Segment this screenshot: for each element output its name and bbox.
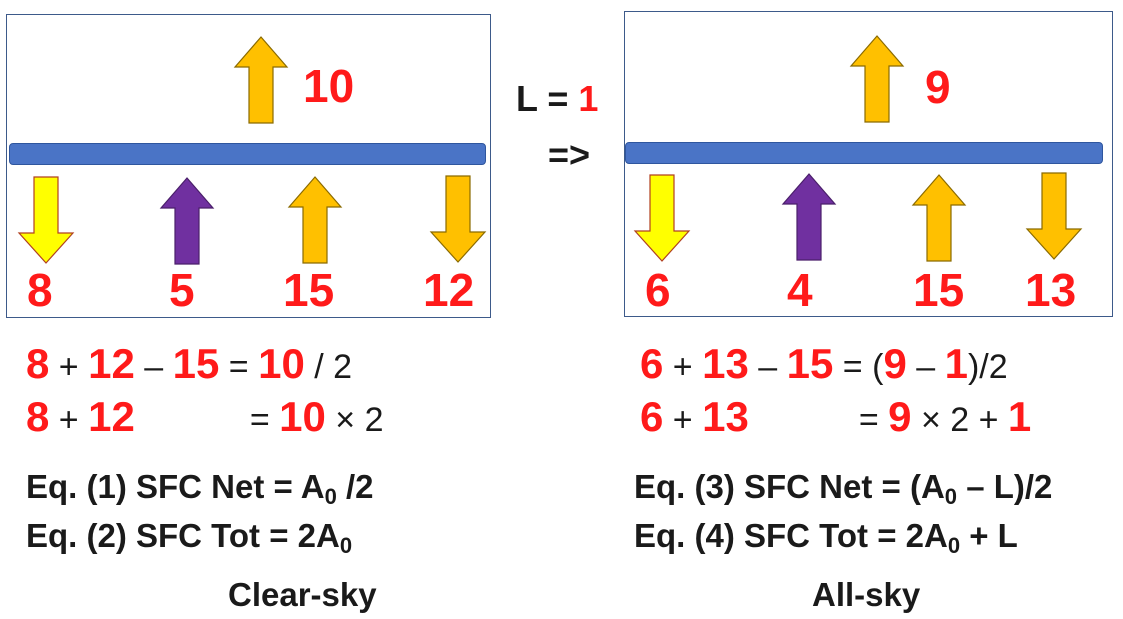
yellow-down-arrow-icon (17, 176, 75, 264)
toa-up-arrow-icon (849, 35, 905, 123)
orange-up-arrow-icon (287, 176, 343, 264)
sw-down-value: 8 (27, 264, 53, 316)
orange-down-arrow-icon (429, 175, 487, 263)
lw-up-value: 5 (169, 264, 195, 316)
clear-sky-caption: Clear-sky (228, 576, 377, 613)
orange-up-arrow-icon (911, 174, 967, 262)
lw-up-value: 4 (787, 264, 813, 316)
eq-2-sfc-tot-clear: Eq. (2) SFC Tot = 2A0 (26, 517, 353, 558)
sw-down-value: 6 (645, 264, 671, 316)
eq-3-sfc-net-all: Eq. (3) SFC Net = (A0 – L)/2 (634, 468, 1053, 509)
all-sky-panel: 9 6 4 15 13 (624, 11, 1113, 317)
implies-arrow: => (548, 134, 591, 175)
purple-up-arrow-icon (159, 177, 215, 265)
up-value: 15 (913, 264, 965, 316)
yellow-down-arrow-icon (633, 174, 691, 262)
clear-sky-equation-1: 8 + 12 – 15 = 10 / 2 (26, 340, 353, 387)
all-sky-caption: All-sky (812, 576, 921, 613)
toa-value: 10 (303, 60, 355, 112)
clear-sky-panel: 10 8 5 15 12 (6, 14, 491, 318)
l-equals-label: L = 1 (516, 78, 599, 119)
toa-up-arrow-icon (233, 36, 289, 124)
down-value: 12 (423, 264, 475, 316)
atmosphere-layer-bar (9, 143, 486, 165)
l-value: 1 (578, 78, 599, 119)
orange-down-arrow-icon (1025, 172, 1083, 260)
toa-value: 9 (925, 61, 951, 113)
up-value: 15 (283, 264, 335, 316)
eq-4-sfc-tot-all: Eq. (4) SFC Tot = 2A0 + L (634, 517, 1018, 558)
all-sky-equation-2: 6 + 13= 9 × 2 + 1 (640, 393, 1032, 440)
all-sky-equation-1: 6 + 13 – 15 = (9 – 1)/2 (640, 340, 1008, 387)
down-value: 13 (1025, 264, 1077, 316)
purple-up-arrow-icon (781, 173, 837, 261)
atmosphere-layer-bar (625, 142, 1103, 164)
eq-1-sfc-net-clear: Eq. (1) SFC Net = A0 /2 (26, 468, 374, 509)
clear-sky-equation-2: 8 + 12= 10 × 2 (26, 393, 384, 440)
